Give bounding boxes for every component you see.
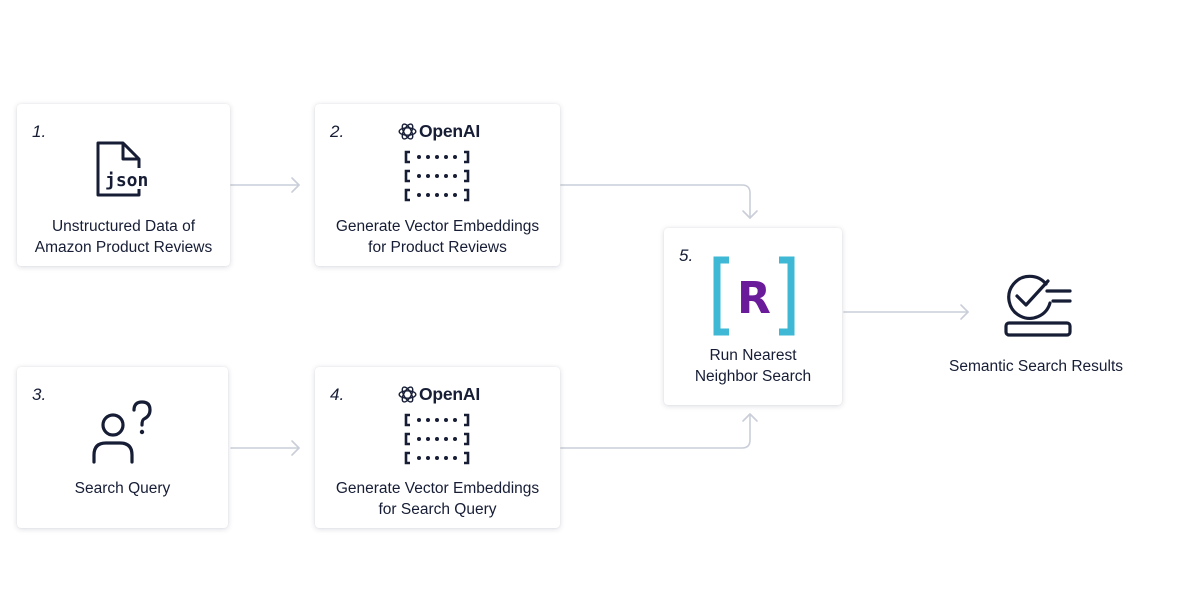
step-number: 3. (32, 385, 47, 404)
step-card-4: 4. OpenAI (315, 367, 560, 528)
step-card-2: 2. OpenAI (315, 104, 560, 266)
step-label: Generate Vector Embeddings for Product R… (335, 218, 540, 256)
openai-logo: OpenAI (397, 383, 480, 405)
arrow-1-to-2 (230, 177, 300, 193)
arrow-5-to-result (843, 304, 969, 320)
arrow-2-to-5 (560, 184, 758, 219)
arrow-3-to-4 (230, 440, 300, 456)
user-question-icon (89, 399, 159, 465)
step-number: 1. (32, 122, 47, 141)
openai-logo: OpenAI (397, 120, 480, 142)
openai-wordmark: OpenAI (419, 383, 481, 404)
step-label: Run Nearest Neighbor Search (694, 347, 812, 385)
json-icon-text: json (105, 170, 148, 191)
redis-logo-letter: R (737, 273, 771, 324)
vector-embeddings-icon (404, 149, 470, 205)
step-card-3: 3. Search Query (17, 367, 228, 528)
checklist-results-icon (1000, 271, 1074, 339)
openai-wordmark: OpenAI (419, 120, 481, 141)
step-number: 2. (330, 122, 345, 141)
openai-knot-icon (398, 385, 417, 403)
redis-logo-icon: R (713, 256, 795, 336)
step-card-1: 1. json Unstructured Data of Amazon Prod… (17, 104, 230, 266)
step-number: 4. (330, 385, 345, 404)
openai-knot-icon (398, 122, 417, 140)
step-label: Search Query (74, 480, 171, 497)
vector-embeddings-icon (404, 412, 470, 468)
result-label: Semantic Search Results (948, 358, 1124, 375)
json-file-icon: json (95, 141, 155, 199)
step-label: Unstructured Data of Amazon Product Revi… (34, 218, 213, 256)
step-label: Generate Vector Embeddings for Search Qu… (335, 480, 540, 518)
arrow-4-to-5 (560, 413, 758, 449)
result-node: Semantic Search Results (936, 266, 1136, 386)
step-number: 5. (679, 246, 694, 265)
step-card-5: 5. R Run Nearest Neighbor Search (664, 228, 842, 405)
